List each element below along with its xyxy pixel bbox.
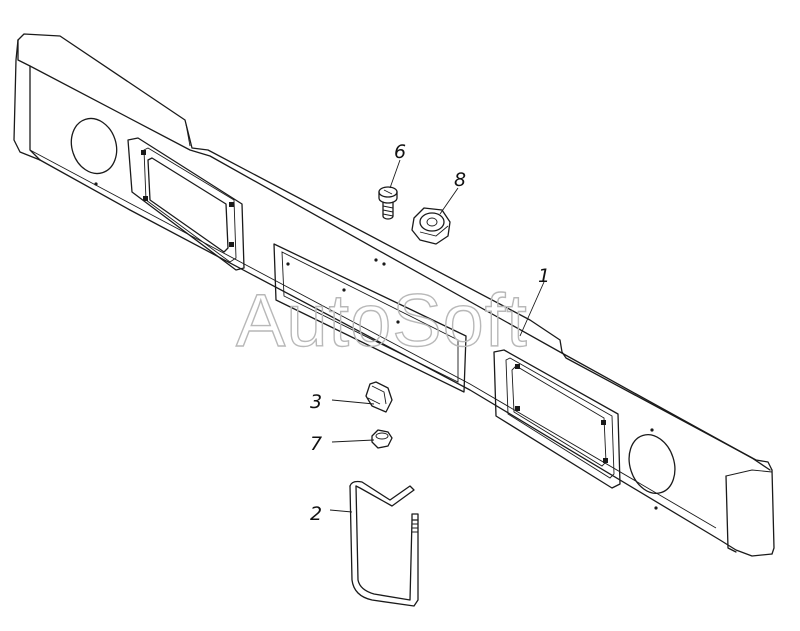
autosoft-watermark: AutoSoft bbox=[236, 279, 528, 362]
leader-7 bbox=[331, 439, 375, 443]
callout-1: 1 bbox=[538, 265, 550, 287]
leader-2 bbox=[329, 509, 353, 513]
callout-2: 2 bbox=[310, 503, 322, 525]
leader-3 bbox=[331, 399, 375, 405]
lock-nut-part bbox=[411, 207, 451, 245]
callout-3: 3 bbox=[310, 391, 322, 413]
leader-6 bbox=[389, 159, 401, 189]
clip-part bbox=[365, 381, 393, 413]
callout-8: 8 bbox=[454, 169, 466, 191]
leader-lines bbox=[329, 159, 545, 513]
wire-bracket-part bbox=[349, 480, 419, 607]
callout-labels: 6 8 1 3 7 2 bbox=[310, 141, 550, 525]
bumper-part bbox=[13, 33, 775, 557]
small-nut-part bbox=[371, 429, 393, 449]
callout-6: 6 bbox=[394, 141, 406, 163]
leader-8 bbox=[439, 187, 459, 215]
leader-1 bbox=[519, 281, 545, 337]
callout-7: 7 bbox=[310, 433, 322, 455]
screw-part bbox=[378, 186, 398, 220]
